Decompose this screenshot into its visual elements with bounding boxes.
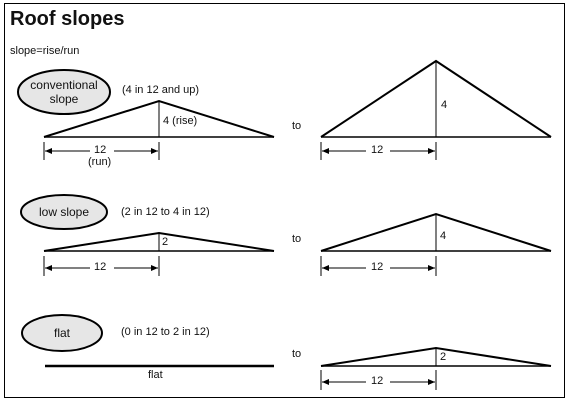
flat-left-label: flat bbox=[148, 369, 163, 381]
page-title: Roof slopes bbox=[10, 8, 125, 30]
low-slope-badge bbox=[20, 194, 108, 230]
flat-label: flat bbox=[53, 326, 70, 340]
flat-range: (0 in 12 to 2 in 12) bbox=[121, 326, 210, 338]
slope-formula: slope=rise/run bbox=[10, 45, 80, 57]
low-slope-right-rise-label: 4 bbox=[440, 230, 447, 242]
conventional-left-rise-label: 4 (rise) bbox=[163, 115, 198, 127]
low-slope-to: to bbox=[292, 233, 302, 245]
flat-to: to bbox=[292, 348, 302, 360]
conventional-label-line1: conventional bbox=[30, 78, 98, 92]
low-slope-label: low slope bbox=[38, 205, 90, 219]
conventional-label-line2: slope bbox=[49, 92, 79, 106]
conventional-slope-badge bbox=[17, 69, 111, 115]
conventional-left-run-label: 12 bbox=[94, 144, 107, 156]
conventional-range: (4 in 12 and up) bbox=[122, 84, 200, 96]
low-slope-right-run-label: 12 bbox=[371, 261, 384, 273]
low-slope-range: (2 in 12 to 4 in 12) bbox=[121, 206, 210, 218]
low-slope-left-run-label: 12 bbox=[94, 261, 107, 273]
conventional-to: to bbox=[292, 120, 302, 132]
conventional-right-run-label: 12 bbox=[371, 144, 384, 156]
diagram-frame bbox=[4, 3, 565, 398]
conventional-left-run-sub: (run) bbox=[88, 156, 112, 168]
flat-right-rise-label: 2 bbox=[440, 351, 447, 363]
conventional-right-rise-label: 4 bbox=[441, 99, 448, 111]
flat-right-run-label: 12 bbox=[371, 375, 384, 387]
flat-badge bbox=[21, 314, 103, 352]
low-slope-left-rise-label: 2 bbox=[162, 236, 169, 248]
